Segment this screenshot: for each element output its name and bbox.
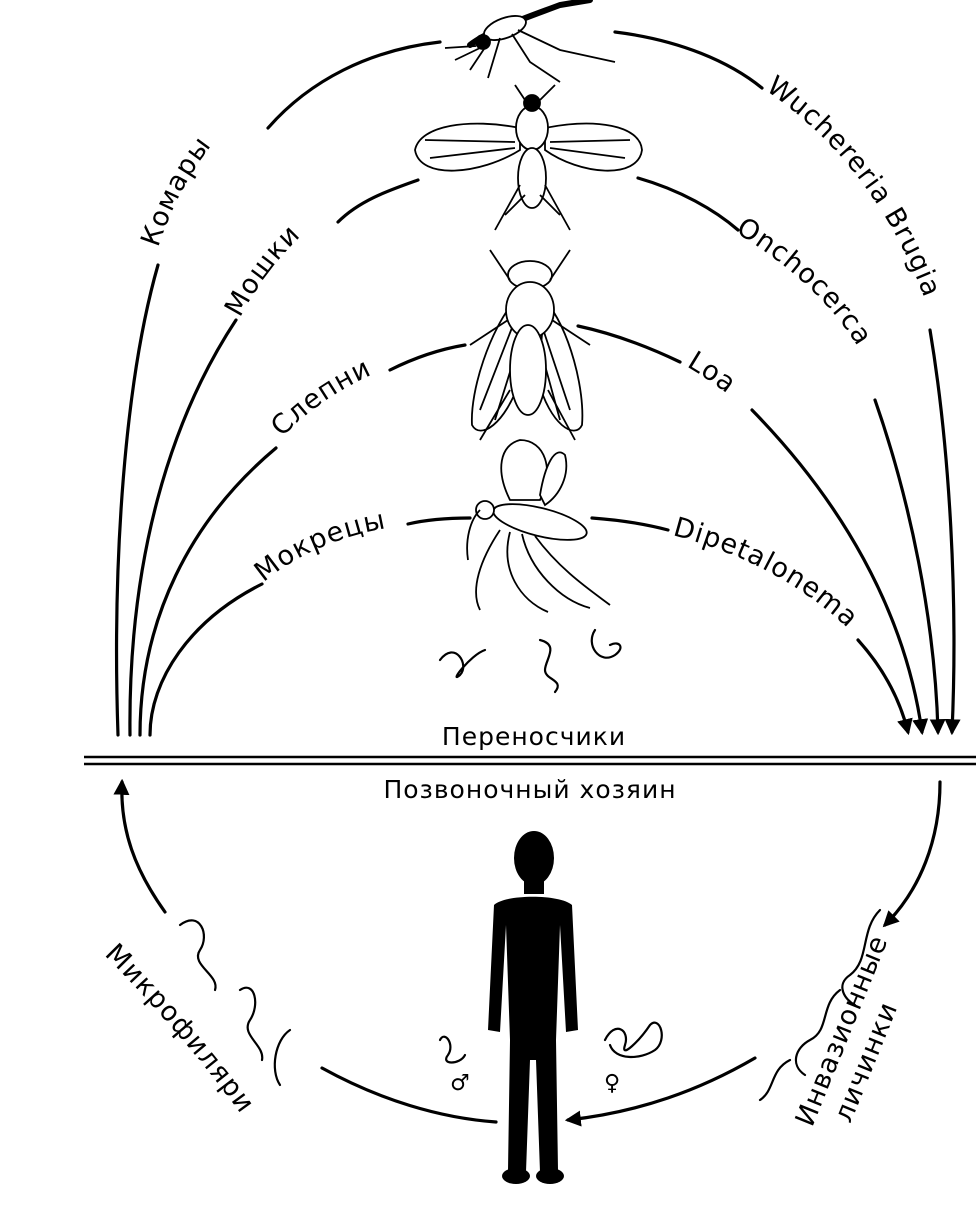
microfilariae-label: Микрофилярии — [0, 0, 261, 1119]
infective-larvae-label: Инвазионные личинки — [790, 931, 905, 1131]
horsefly-arc-top — [388, 343, 467, 372]
vectors-label: Переносчики — [442, 722, 626, 751]
blackfly-illustration — [414, 84, 643, 231]
midge-arc-top — [406, 516, 472, 526]
infection-arrow-right — [882, 780, 942, 928]
onchocerca-arc-down — [873, 398, 946, 736]
left-arcs — [115, 40, 472, 737]
loa-arc-down — [750, 408, 929, 736]
male-worm — [438, 1035, 467, 1064]
wuchereria-arc-down — [928, 328, 961, 736]
microfilariae-illustration — [178, 919, 292, 1087]
onchocerca-arc-top — [636, 176, 740, 232]
mosquito-arc-top — [266, 40, 442, 130]
genus-label-onchocerca: Onchocerca — [731, 212, 878, 351]
blackfly-arc-down — [128, 318, 238, 737]
infective-larvae-illustration — [758, 908, 882, 1102]
blackfly-arc-top — [336, 178, 420, 224]
vector-label-midges: Мокрецы — [249, 504, 389, 588]
microfilariae-up-arrow — [113, 778, 167, 914]
midge-illustration — [466, 439, 611, 613]
horsefly-arc-down — [138, 446, 278, 737]
lower-cycle-arrows — [113, 778, 942, 1127]
vector-label-blackflies: Мошки — [219, 218, 307, 321]
dipetalonema-arc-top — [590, 516, 670, 532]
female-symbol: ♀ — [604, 1071, 620, 1096]
mosquito-arc-down — [115, 263, 160, 737]
genus-label-dipetalonema: Dipetalonema — [670, 512, 864, 634]
wuchereria-arc-top — [613, 30, 764, 90]
mosquito-illustration — [444, 0, 616, 83]
larva-3 — [590, 628, 622, 659]
loa-arc-top — [576, 324, 682, 364]
horsefly-illustration — [469, 249, 591, 441]
vector-label-horseflies: Слепни — [265, 352, 376, 442]
female-worm — [603, 1021, 663, 1058]
host-label: Позвоночный хозяин — [383, 775, 676, 804]
genus-label-loa: Loa — [682, 346, 742, 400]
host-to-microfilariae-arc — [320, 1066, 498, 1124]
larvae-group-top — [438, 628, 622, 694]
midge-arc-down — [148, 582, 264, 737]
human-host-silhouette — [488, 831, 578, 1184]
larva-2 — [538, 638, 559, 694]
larva-1 — [438, 648, 487, 679]
right-arcs — [576, 30, 961, 736]
male-symbol: ♂ — [450, 1071, 470, 1096]
vector-label-mosquitoes: Комары — [135, 130, 217, 250]
host-vector-divider — [84, 755, 976, 766]
larvae-to-host-arrow — [564, 1056, 757, 1127]
dipetalonema-arc-down — [856, 638, 913, 736]
